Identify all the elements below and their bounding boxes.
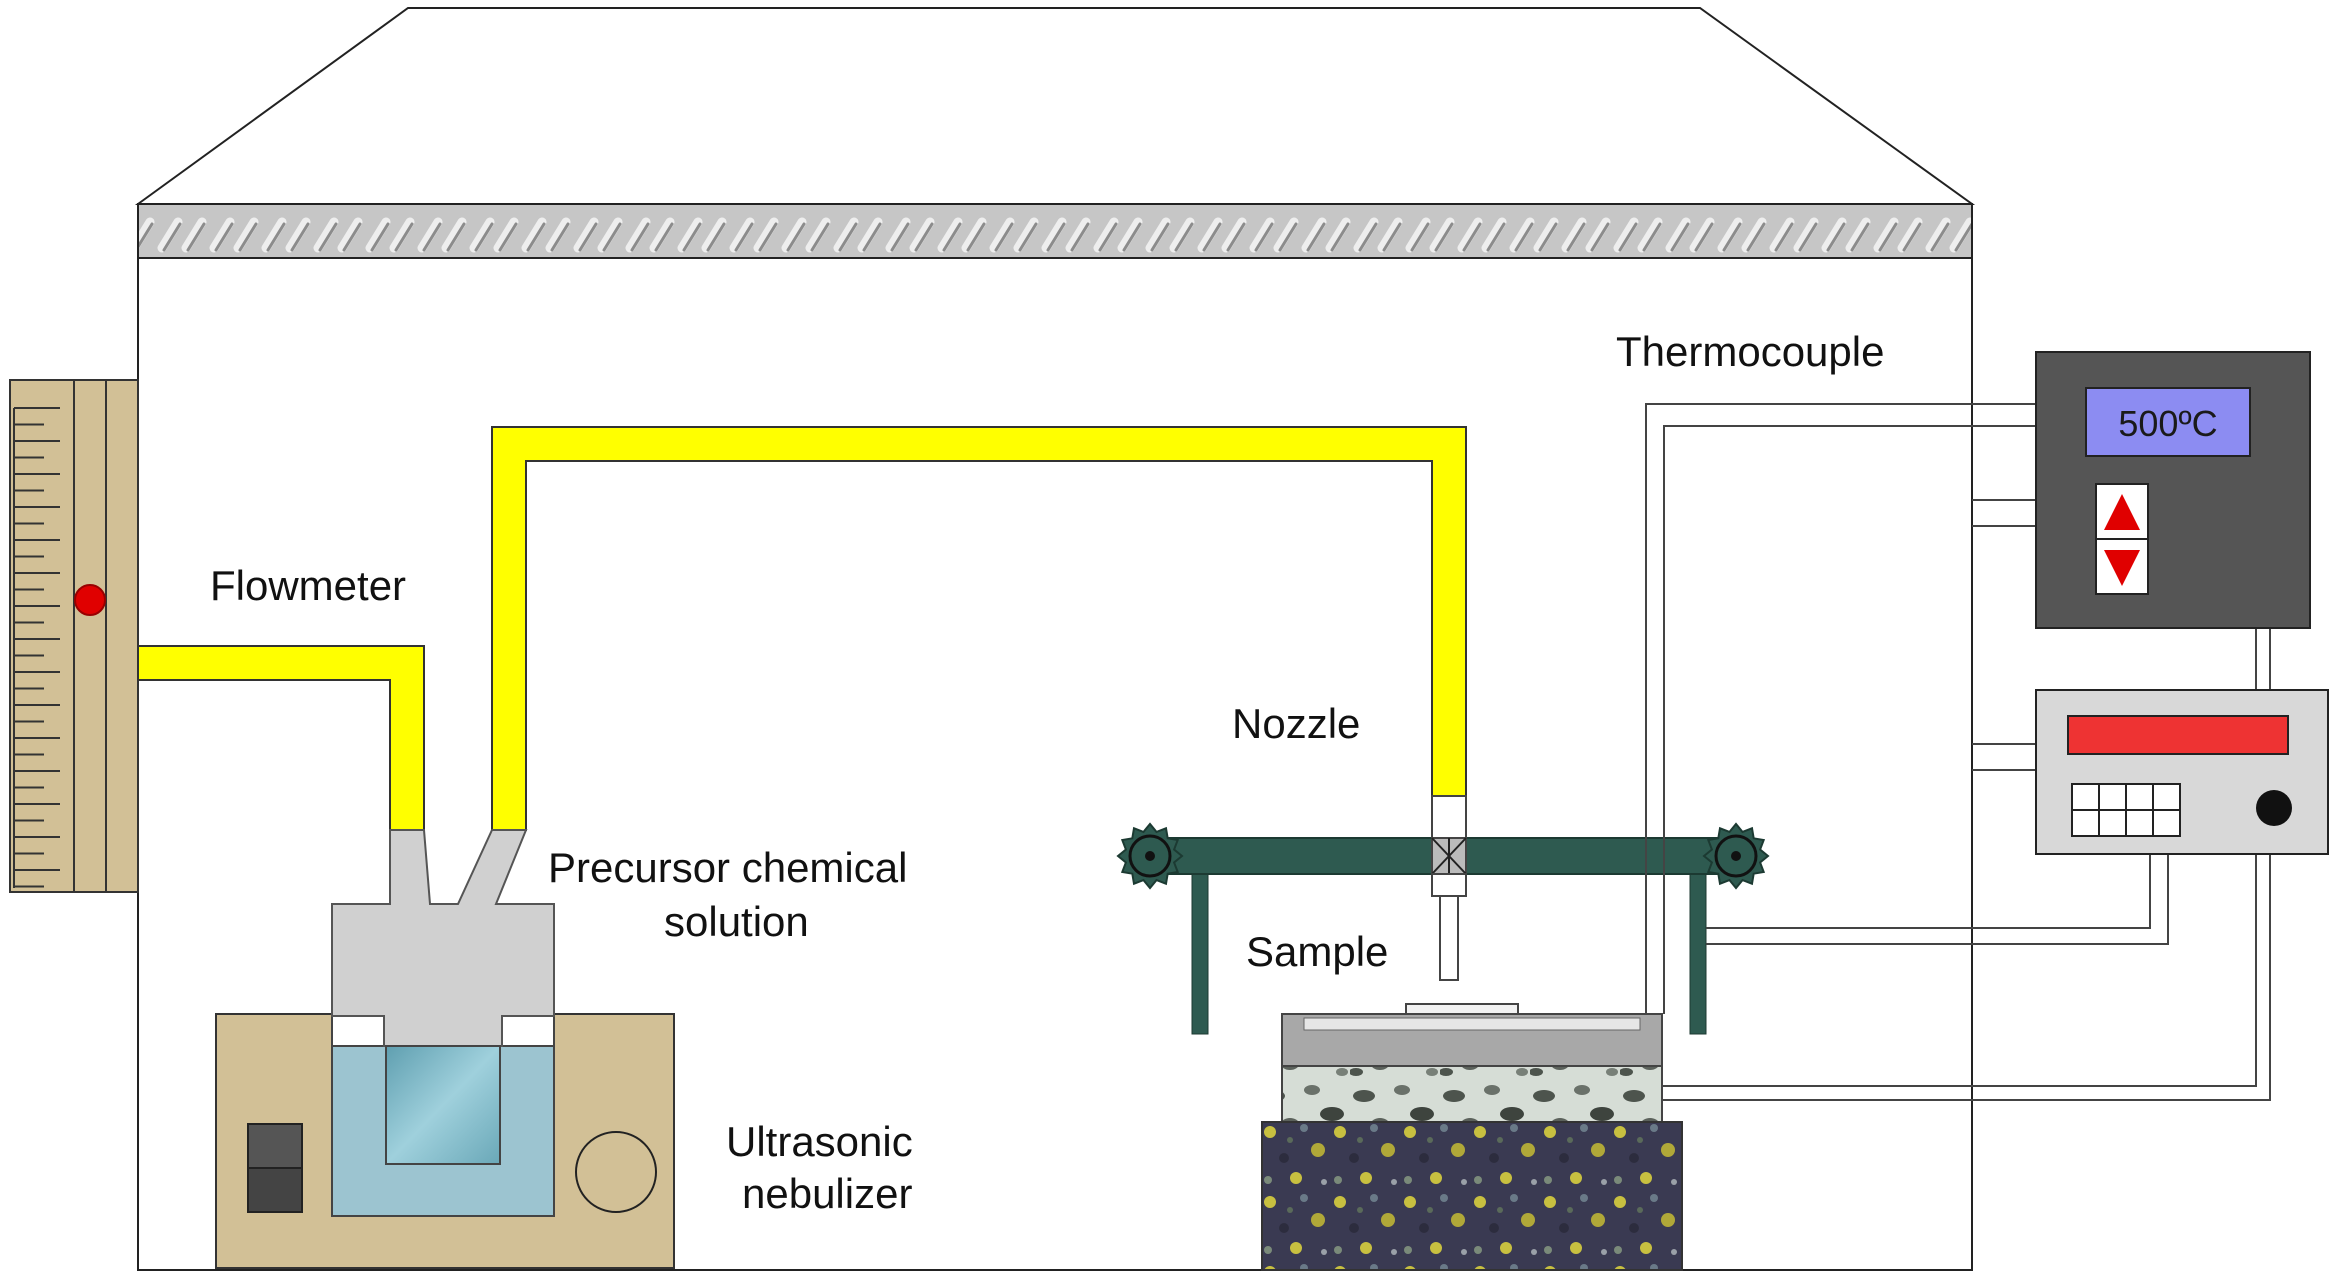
- keypad-key[interactable]: [2071, 809, 2100, 837]
- digital-readout: [2035, 689, 2329, 855]
- nozzle-neck: [1431, 873, 1467, 897]
- flow-indicator: [74, 584, 106, 616]
- keypad-key[interactable]: [2152, 809, 2181, 837]
- bath-rim-right: [501, 1015, 555, 1047]
- keypad-key[interactable]: [2098, 783, 2127, 811]
- readout-bar: [2067, 715, 2289, 755]
- label-precursor-line1: Precursor chemical: [548, 844, 907, 891]
- keypad-key[interactable]: [2125, 783, 2154, 811]
- readout-knob[interactable]: [2256, 790, 2292, 826]
- label-nebulizer-line1: Ultrasonic: [726, 1118, 913, 1165]
- nebulizer-knob: [575, 1131, 657, 1213]
- nozzle-tip: [1439, 895, 1459, 981]
- label-flowmeter: Flowmeter: [210, 562, 406, 609]
- precursor-vessel: [331, 829, 555, 1047]
- down-arrow-icon[interactable]: [2104, 550, 2140, 586]
- keypad-key[interactable]: [2152, 783, 2181, 811]
- ultrasonic-nebulizer: [215, 829, 675, 1269]
- up-arrow-icon[interactable]: [2104, 494, 2140, 530]
- gear-right-icon: [1702, 822, 1770, 890]
- heater-stack: [1261, 1003, 1683, 1271]
- temperature-display: [2085, 387, 2251, 457]
- keypad: [2071, 783, 2181, 837]
- temperature-value: 500ºC: [2118, 403, 2217, 444]
- flowmeter: [9, 379, 139, 893]
- nozzle-assembly: [1116, 795, 1770, 1035]
- chamber-roof: [134, 7, 1976, 205]
- keypad-key[interactable]: [2071, 783, 2100, 811]
- label-nozzle: Nozzle: [1232, 700, 1360, 747]
- label-precursor-line2: solution: [664, 898, 809, 945]
- nozzle-body: [1431, 795, 1467, 839]
- temperature-controller: 500ºC: [2035, 351, 2311, 629]
- keypad-key[interactable]: [2125, 809, 2154, 837]
- heater-band: [137, 203, 1973, 259]
- nebulizer-switch-bottom: [247, 1167, 303, 1213]
- label-nebulizer-line2: nebulizer: [742, 1170, 912, 1217]
- label-thermocouple: Thermocouple: [1616, 328, 1884, 375]
- label-sample: Sample: [1246, 928, 1388, 975]
- rail-leg-right: [1689, 867, 1707, 1035]
- bath-rim-left: [331, 1015, 385, 1047]
- precursor-solution: [385, 1045, 501, 1165]
- insulation-layer: [1281, 1065, 1663, 1123]
- granite-base: [1261, 1121, 1683, 1271]
- nebulizer-switch-top: [247, 1123, 303, 1169]
- flowmeter-scale: [13, 407, 60, 888]
- gear-left-icon: [1116, 822, 1184, 890]
- rail-leg-left: [1191, 867, 1209, 1035]
- keypad-key[interactable]: [2098, 809, 2127, 837]
